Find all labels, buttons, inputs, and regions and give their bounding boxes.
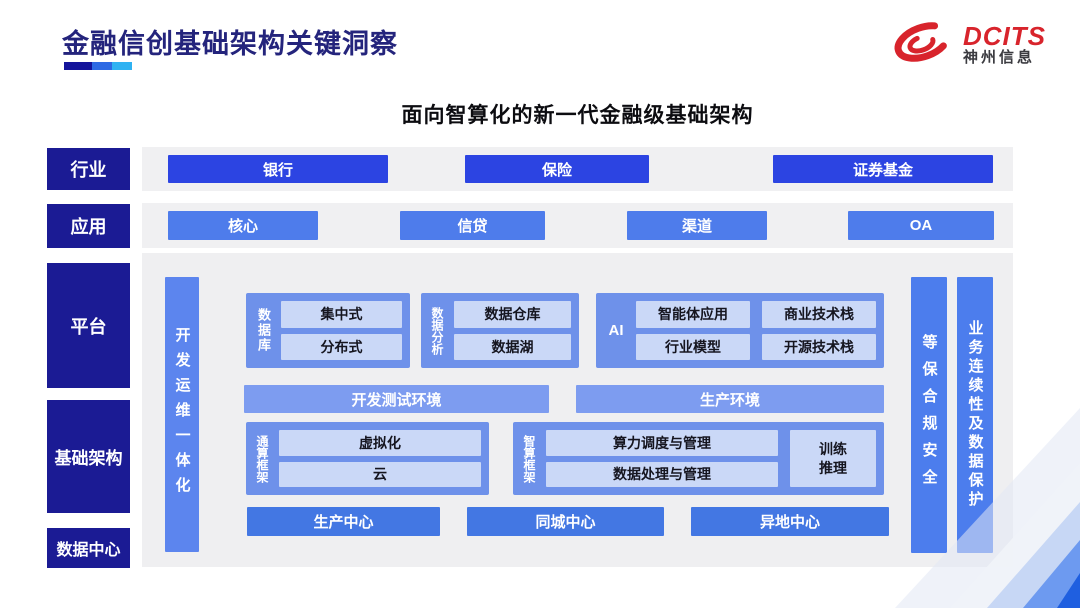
node-credit: 信贷 [400, 211, 545, 240]
security-pillar: 等保合规安全 [911, 277, 947, 553]
security-pillar-label: 等保合规安全 [920, 334, 938, 496]
ai-section: AI 智能体应用 商业技术栈 行业模型 开源技术栈 [596, 293, 884, 368]
platform-panel: 开发运维一体化 数据库 集中式 分布式 数据分析 数据仓库 数据湖 AI 智能体… [142, 253, 1013, 567]
node-securities-funds: 证券基金 [773, 155, 993, 183]
layer-label-infrastructure: 基础架构 [47, 400, 130, 513]
node-insurance: 保险 [465, 155, 649, 183]
node-agent-app: 智能体应用 [636, 301, 750, 328]
data-analysis-section: 数据分析 数据仓库 数据湖 [421, 293, 579, 368]
smart-compute-section: 智算框架 算力调度与管理 数据处理与管理 训练 推理 [513, 422, 884, 495]
node-centralized: 集中式 [281, 301, 402, 328]
underline-segment [64, 62, 92, 70]
node-dev-test-env: 开发测试环境 [244, 385, 549, 413]
node-same-city-center: 同城中心 [467, 507, 664, 536]
company-logo: DCITS 神州信息 [891, 16, 1046, 73]
general-compute-label: 通算框架 [255, 434, 269, 483]
node-bank: 银行 [168, 155, 388, 183]
node-distributed: 分布式 [281, 333, 402, 360]
industry-row: 银行 保险 证券基金 [142, 147, 1013, 191]
devops-pillar-label: 开发运维一体化 [173, 327, 191, 502]
database-label: 数据库 [256, 308, 271, 353]
node-production-center: 生产中心 [247, 507, 440, 536]
page-title: 金融信创基础架构关键洞察 [62, 29, 398, 59]
node-opensource-stack: 开源技术栈 [762, 333, 876, 360]
ai-label: AI [608, 322, 624, 339]
logo-swirl-icon [891, 16, 955, 73]
underline-segment [92, 62, 112, 70]
node-commercial-stack: 商业技术栈 [762, 301, 876, 328]
node-compute-scheduling: 算力调度与管理 [546, 430, 778, 456]
node-production-env: 生产环境 [576, 385, 884, 413]
smart-compute-label: 智算框架 [522, 434, 536, 483]
node-industry-model: 行业模型 [636, 333, 750, 360]
continuity-pillar: 业务连续性及数据保护 [957, 277, 993, 553]
layer-label-industry: 行业 [47, 148, 130, 190]
devops-pillar: 开发运维一体化 [165, 277, 199, 552]
logo-brand: DCITS [963, 20, 1046, 51]
database-section: 数据库 集中式 分布式 [246, 293, 410, 368]
node-cloud: 云 [279, 461, 481, 487]
general-compute-section: 通算框架 虚拟化 云 [246, 422, 489, 495]
continuity-pillar-label: 业务连续性及数据保护 [966, 320, 984, 510]
node-oa: OA [848, 211, 994, 240]
title-underline [64, 62, 132, 70]
node-training-inference: 训练 推理 [790, 430, 876, 487]
node-data-processing: 数据处理与管理 [546, 461, 778, 487]
layer-label-application: 应用 [47, 204, 130, 248]
data-analysis-label: 数据分析 [430, 306, 444, 355]
application-row: 核心 信贷 渠道 OA [142, 203, 1013, 248]
node-channel: 渠道 [627, 211, 767, 240]
layer-label-platform: 平台 [47, 263, 130, 388]
node-core: 核心 [168, 211, 318, 240]
diagram-subtitle: 面向智算化的新一代金融级基础架构 [401, 104, 754, 127]
logo-company: 神州信息 [963, 49, 1036, 67]
node-virtualization: 虚拟化 [279, 430, 481, 456]
node-data-warehouse: 数据仓库 [454, 301, 571, 328]
node-data-lake: 数据湖 [454, 333, 571, 360]
node-remote-center: 异地中心 [691, 507, 889, 536]
layer-label-datacenter: 数据中心 [47, 528, 130, 568]
underline-segment [112, 62, 132, 70]
